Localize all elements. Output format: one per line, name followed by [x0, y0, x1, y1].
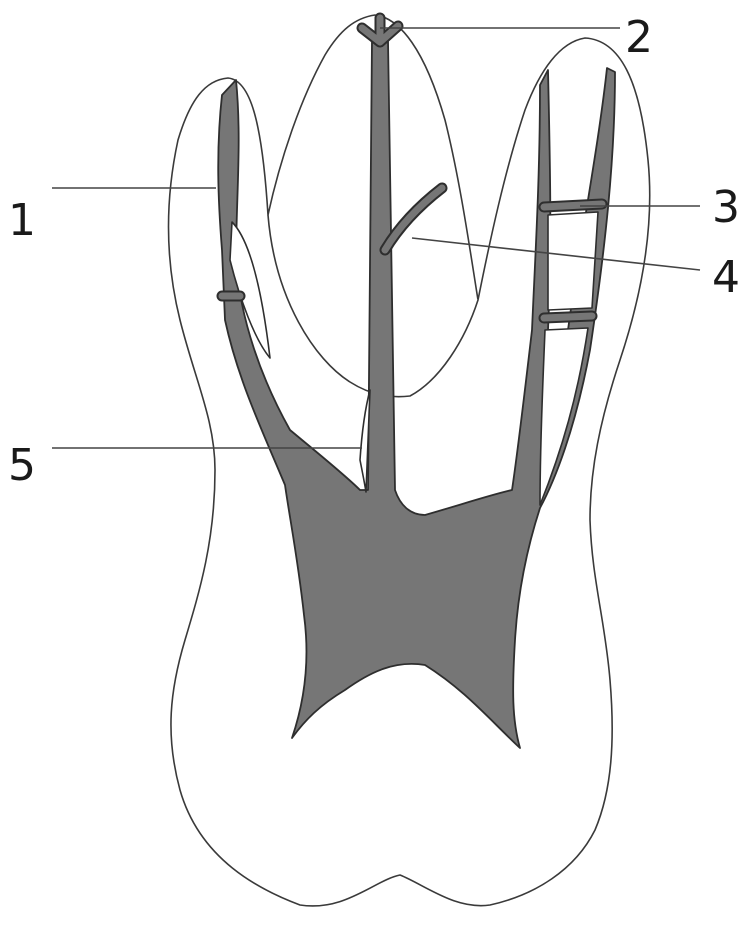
callout-label-2: 2	[625, 12, 653, 63]
right-root-lumen-upper	[548, 212, 598, 310]
callout-label-4: 4	[712, 252, 740, 303]
callout-label-5: 5	[8, 440, 36, 491]
tooth-outline	[168, 15, 649, 906]
callout-label-3: 3	[712, 182, 740, 233]
callout-label-1: 1	[8, 195, 36, 246]
